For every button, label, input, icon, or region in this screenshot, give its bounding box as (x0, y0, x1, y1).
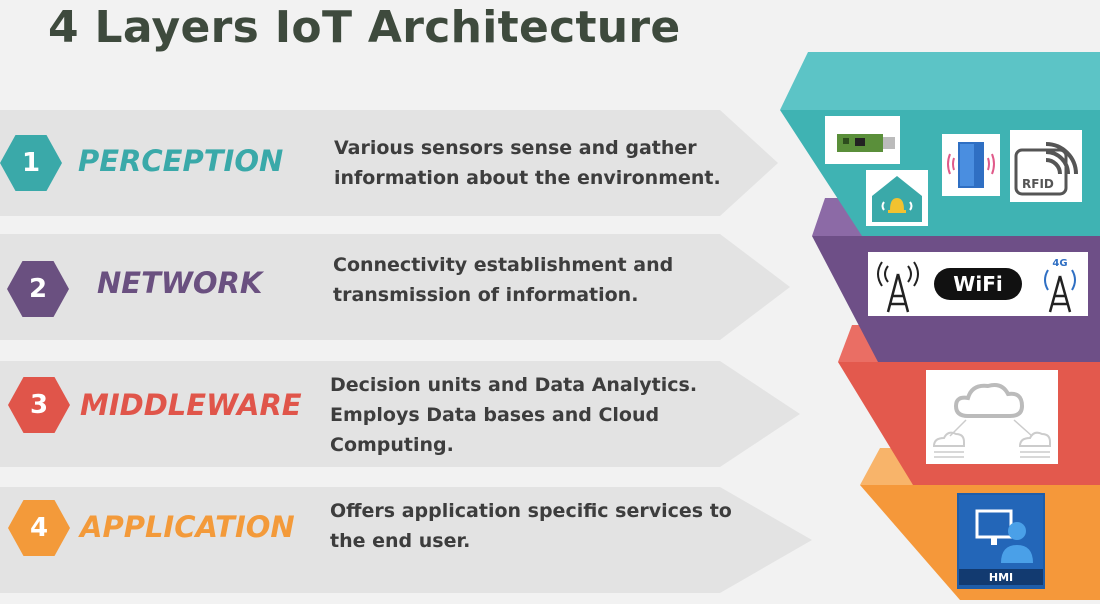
door-sensor-icon (942, 134, 1000, 196)
layer-name-middleware: MIDDLEWARE (80, 388, 302, 422)
layer-description-application: Offers application specific services to … (330, 500, 732, 552)
page-title: 4 Layers IoT Architecture (48, 2, 681, 53)
usb-sensor-icon (825, 116, 900, 164)
cloud-network-icon (926, 370, 1058, 464)
cell-tower-icon (877, 261, 919, 313)
4g-label: 4G (1052, 258, 1067, 269)
hmi-icon: HMI (957, 493, 1045, 589)
layer-band-middleware (0, 361, 800, 467)
network-icons-strip: WiFi 4G (868, 252, 1088, 316)
funnel-perception-top (780, 52, 1100, 110)
layer-description-perception: Various sensors sense and gather informa… (334, 137, 721, 189)
layer-description-middleware: Decision units and Data Analytics. Emplo… (330, 374, 698, 456)
layer-band-application (0, 487, 812, 593)
layer-number-badge: 2 (7, 261, 69, 317)
layer-description-network: Connectivity establishment and transmiss… (333, 254, 674, 306)
layer-band-network (0, 234, 790, 340)
hmi-label: HMI (989, 571, 1013, 584)
wifi-logo-text: WiFi (953, 272, 1002, 296)
rfid-label: RFID (1022, 177, 1054, 191)
wifi-logo-icon: WiFi (934, 268, 1022, 300)
layer-band-perception (0, 110, 778, 216)
layer-name-network: NETWORK (97, 266, 263, 300)
layer-number-badge: 3 (8, 377, 70, 433)
4g-tower-icon: 4G (1044, 258, 1076, 313)
layer-name-application: APPLICATION (80, 510, 295, 544)
rfid-icon: RFID (1010, 130, 1082, 202)
house-alarm-icon (866, 170, 928, 226)
layer-name-perception: PERCEPTION (78, 144, 284, 178)
